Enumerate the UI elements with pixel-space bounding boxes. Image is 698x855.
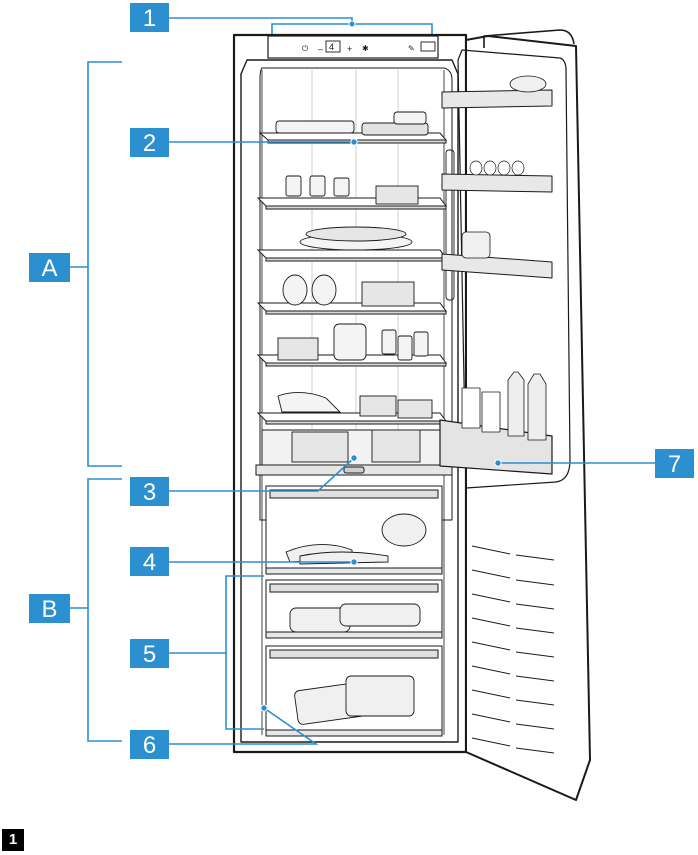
callout-6: 6 — [130, 730, 169, 759]
svg-text:6: 6 — [143, 732, 156, 759]
panel-left-icon: ⏻ — [302, 44, 309, 53]
minus-symbol: – — [318, 44, 323, 54]
control-panel: ⏻ – 4 + ✱ ✎ — [268, 36, 438, 58]
svg-text:4: 4 — [143, 549, 156, 576]
svg-text:B: B — [41, 596, 57, 623]
svg-text:1: 1 — [143, 5, 156, 32]
callout-a: A — [29, 253, 70, 282]
callout-1: 1 — [130, 3, 169, 32]
svg-text:5: 5 — [143, 641, 156, 668]
svg-text:7: 7 — [668, 451, 681, 478]
callout-5: 5 — [130, 639, 169, 668]
svg-text:A: A — [41, 255, 57, 282]
super-cool-icon: ✱ — [362, 44, 369, 53]
footer-figure-badge: 1 — [2, 829, 24, 851]
callout-3: 3 — [130, 477, 169, 506]
callout-7: 7 — [655, 449, 694, 478]
callout-2: 2 — [130, 128, 169, 157]
svg-text:3: 3 — [143, 479, 156, 506]
plus-symbol: + — [347, 44, 352, 54]
alarm-icon: ✎ — [408, 44, 415, 53]
callout-b: B — [29, 594, 70, 623]
svg-text:2: 2 — [143, 130, 156, 157]
temperature-value: 4 — [329, 42, 334, 52]
callout-4: 4 — [130, 547, 169, 576]
panel-button — [421, 42, 435, 51]
